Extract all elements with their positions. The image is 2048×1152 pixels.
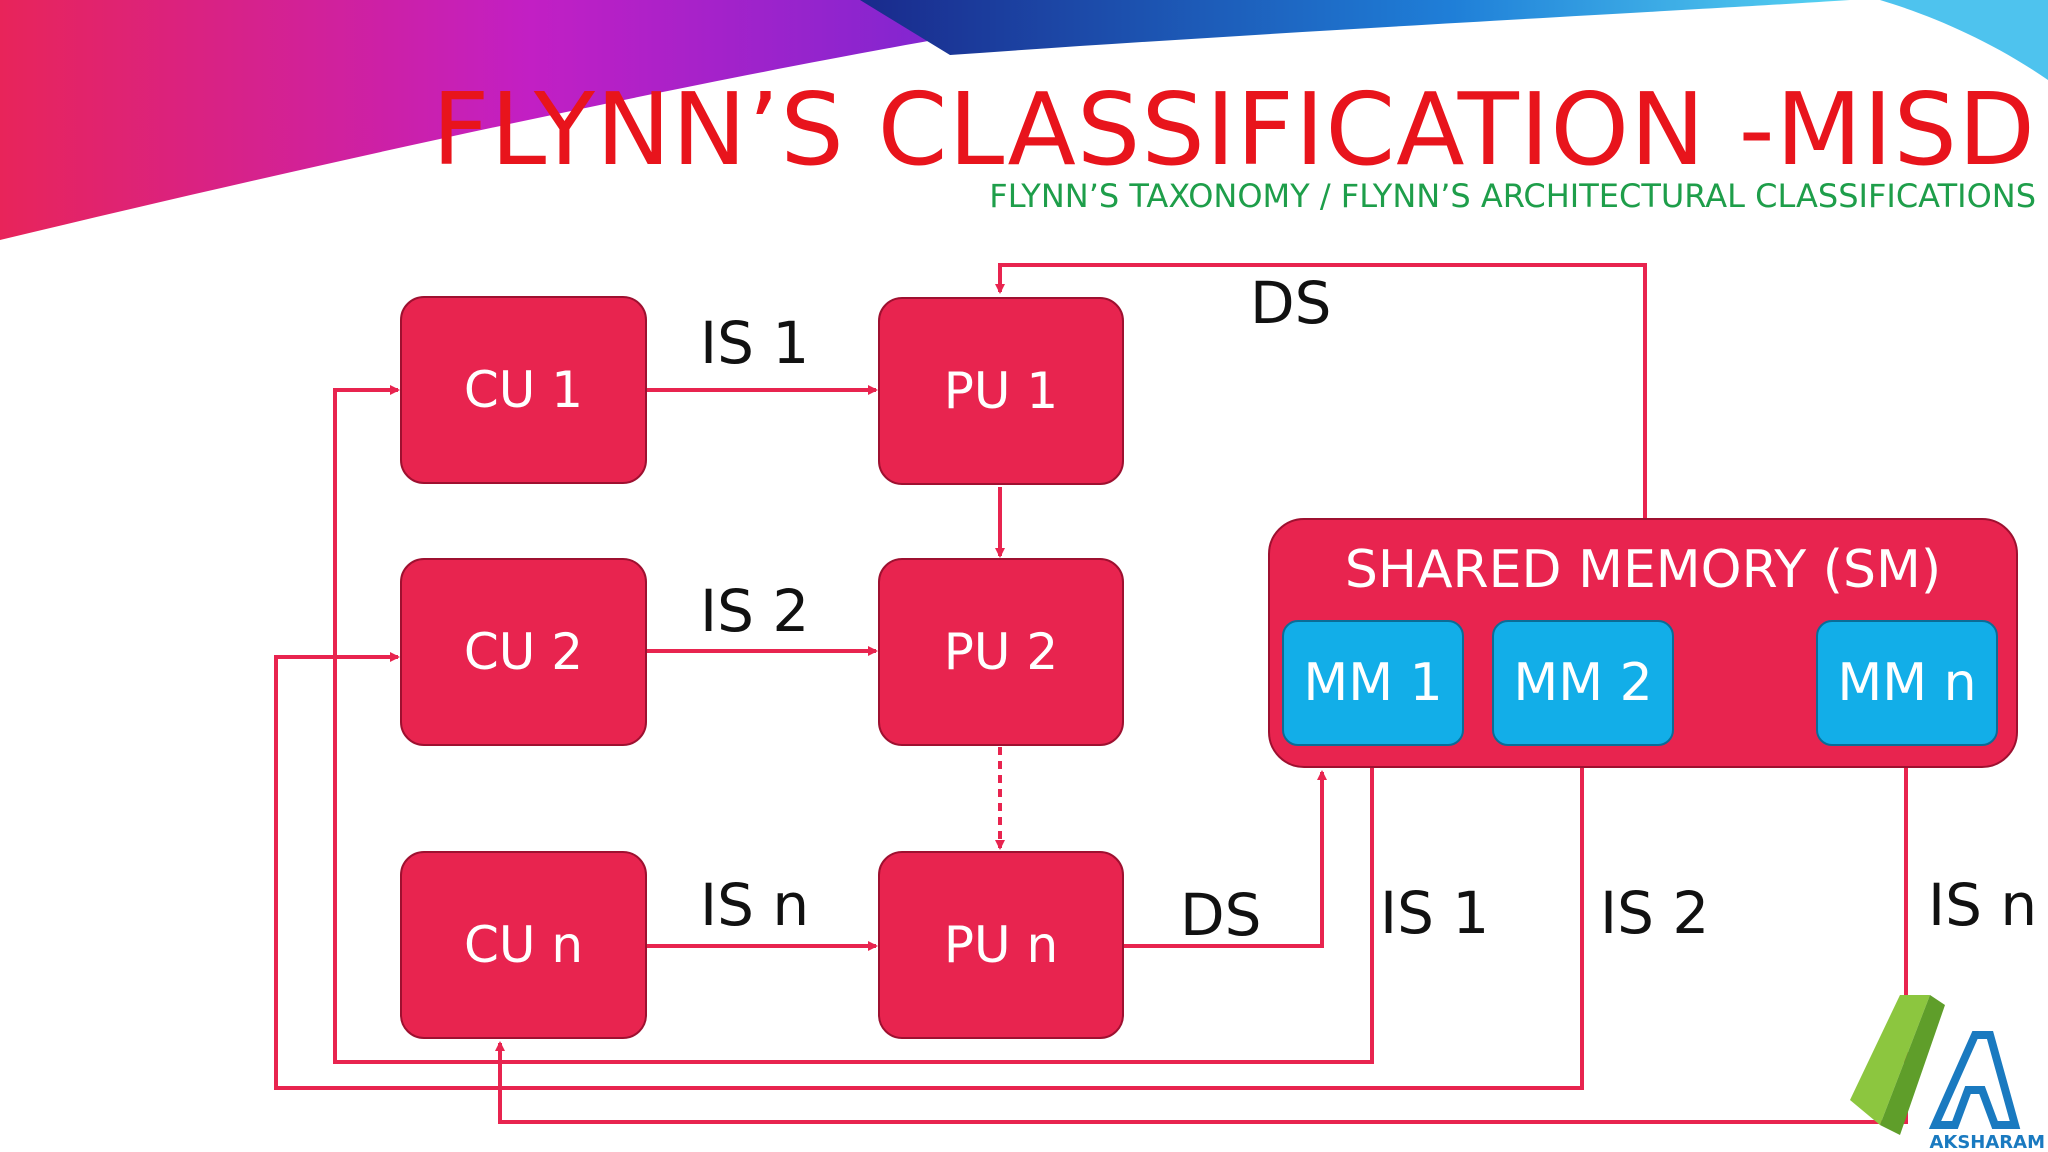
shared-memory-box: SHARED MEMORY (SM) MM 1 MM 2 MM n (1268, 518, 2018, 768)
slide-subtitle: FLYNN’S TAXONOMY / FLYNN’S ARCHITECTURAL… (989, 177, 2036, 215)
mm-1-box: MM 1 (1282, 620, 1464, 746)
label-is1-mm: IS 1 (1380, 879, 1490, 947)
aksharam-logo: AKSHARAM (1850, 995, 2045, 1152)
pu-n-box: PU n (878, 851, 1124, 1039)
mm-2-box: MM 2 (1492, 620, 1674, 746)
arrow-mm2-cu2 (274, 652, 1584, 1090)
label-isn-mm: IS n (1928, 871, 2038, 939)
logo-text: AKSHARAM (1929, 1132, 2045, 1152)
label-is1-cu-pu: IS 1 (700, 309, 810, 377)
label-isn-cu-pu: IS n (700, 871, 810, 939)
label-ds-top: DS (1250, 269, 1332, 337)
arrow-pun-sm (1124, 770, 1327, 948)
shared-memory-label: SHARED MEMORY (SM) (1344, 540, 1942, 600)
slide-title: FLYNN’S CLASSIFICATION -MISD (431, 71, 2036, 188)
label-ds-bottom: DS (1180, 881, 1262, 949)
arrow-mmn-cun (495, 768, 1908, 1124)
mm-n-box: MM n (1816, 620, 1998, 746)
label-is2-mm: IS 2 (1600, 879, 1710, 947)
cu-2-box: CU 2 (400, 558, 647, 746)
cu-n-box: CU n (400, 851, 647, 1039)
arrow-sm-pu1 (995, 263, 1647, 518)
arrow-mm1-cu1 (333, 385, 1374, 1064)
pu-1-box: PU 1 (878, 297, 1124, 485)
label-is2-cu-pu: IS 2 (700, 577, 810, 645)
pu-2-box: PU 2 (878, 558, 1124, 746)
header-swoosh (0, 0, 2048, 240)
cu-1-box: CU 1 (400, 296, 647, 484)
